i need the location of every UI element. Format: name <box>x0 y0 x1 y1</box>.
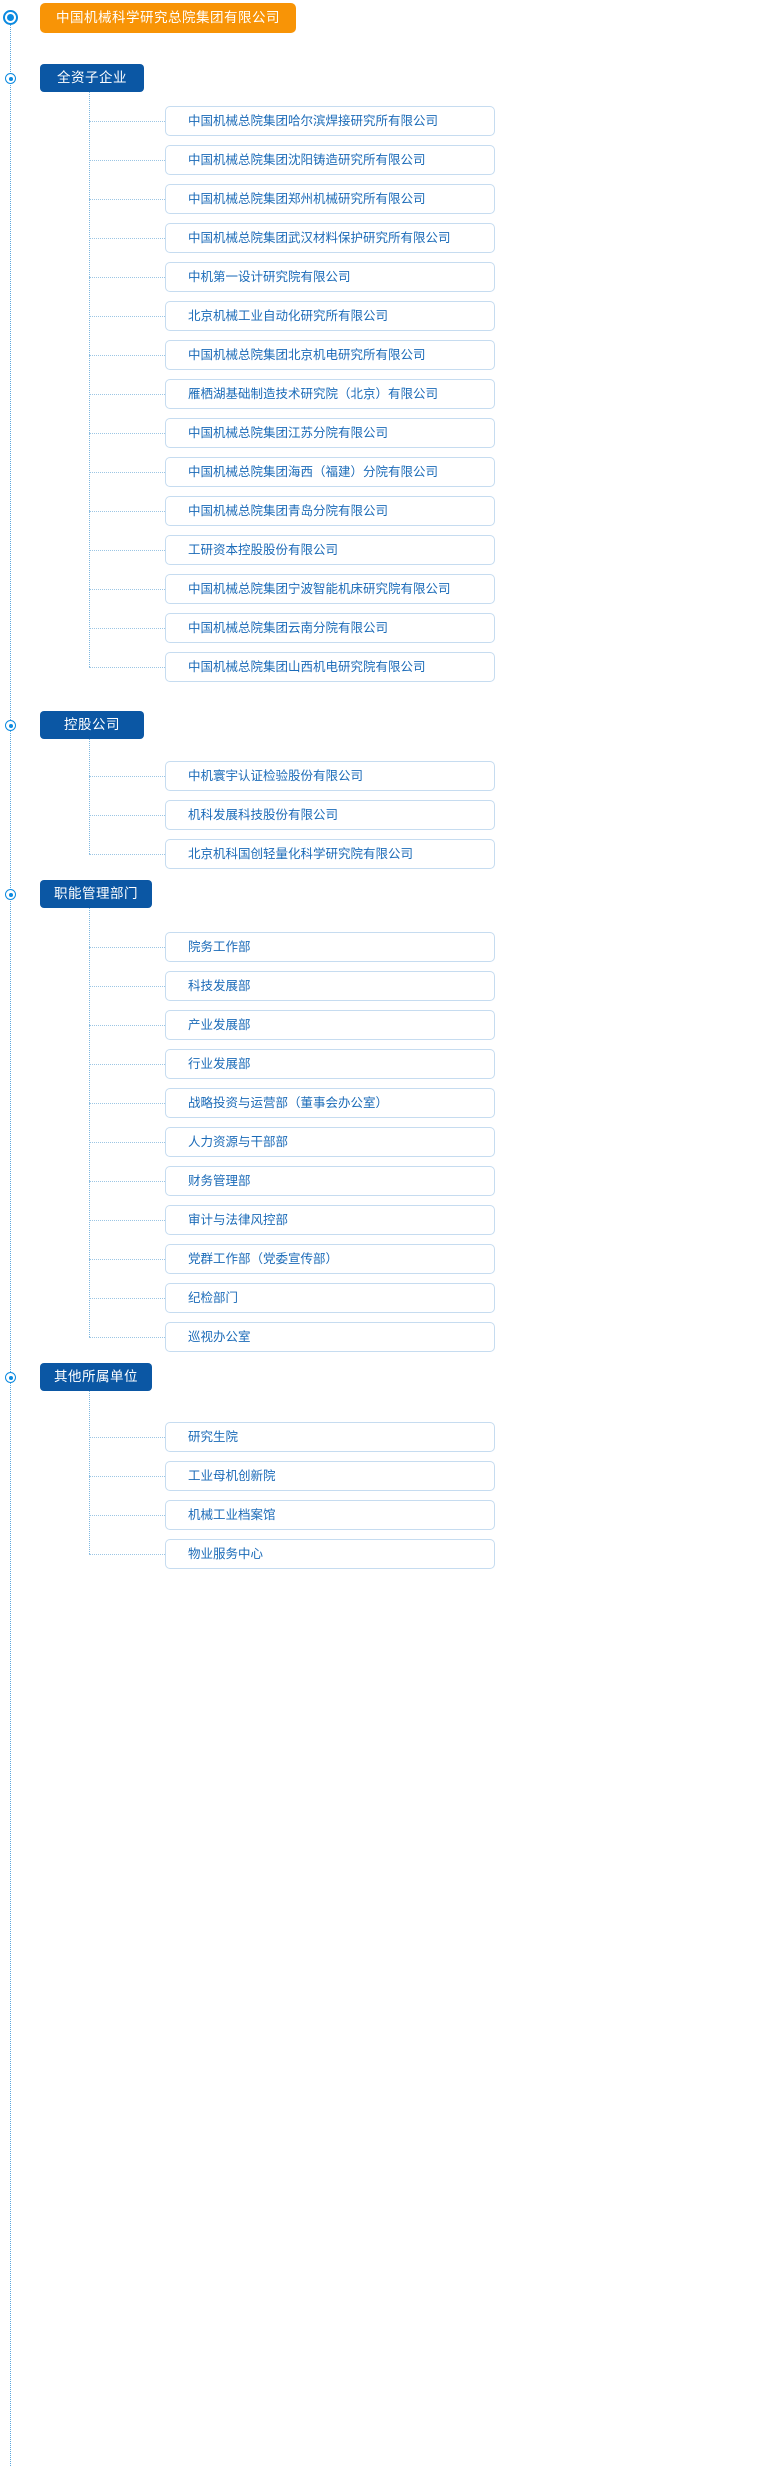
connector-line <box>89 1064 165 1065</box>
group-header-2[interactable]: 控股公司 <box>40 711 144 739</box>
group-marker-icon <box>5 73 16 84</box>
main-trunk-line <box>10 22 11 2466</box>
connector-line <box>89 550 165 551</box>
org-item[interactable]: 中国机械总院集团哈尔滨焊接研究所有限公司 <box>165 106 495 136</box>
org-item[interactable]: 中国机械总院集团青岛分院有限公司 <box>165 496 495 526</box>
connector-line <box>89 628 165 629</box>
connector-line <box>89 667 165 668</box>
group-spine-line <box>89 92 90 667</box>
org-item[interactable]: 中国机械总院集团宁波智能机床研究院有限公司 <box>165 574 495 604</box>
connector-line <box>89 472 165 473</box>
connector-line <box>89 511 165 512</box>
connector-line <box>89 1103 165 1104</box>
connector-line <box>89 1025 165 1026</box>
connector-line <box>89 1259 165 1260</box>
org-item[interactable]: 中机第一设计研究院有限公司 <box>165 262 495 292</box>
connector-line <box>89 277 165 278</box>
org-item[interactable]: 科技发展部 <box>165 971 495 1001</box>
org-item[interactable]: 工业母机创新院 <box>165 1461 495 1491</box>
org-item[interactable]: 研究生院 <box>165 1422 495 1452</box>
connector-line <box>89 316 165 317</box>
org-item[interactable]: 战略投资与运营部（董事会办公室） <box>165 1088 495 1118</box>
connector-line <box>89 433 165 434</box>
connector-line <box>89 776 165 777</box>
group-spine-line <box>89 739 90 854</box>
connector-line <box>89 815 165 816</box>
org-item[interactable]: 纪检部门 <box>165 1283 495 1313</box>
org-item[interactable]: 审计与法律风控部 <box>165 1205 495 1235</box>
connector-line <box>89 1181 165 1182</box>
org-item[interactable]: 院务工作部 <box>165 932 495 962</box>
group-marker-icon <box>5 889 16 900</box>
connector-line <box>89 355 165 356</box>
connector-line <box>89 1220 165 1221</box>
connector-line <box>89 1476 165 1477</box>
connector-line <box>89 589 165 590</box>
connector-line <box>89 1437 165 1438</box>
org-item[interactable]: 产业发展部 <box>165 1010 495 1040</box>
group-header-4[interactable]: 其他所属单位 <box>40 1363 152 1391</box>
group-spine-line <box>89 908 90 1337</box>
connector-line <box>89 199 165 200</box>
org-item[interactable]: 中国机械总院集团郑州机械研究所有限公司 <box>165 184 495 214</box>
connector-line <box>89 238 165 239</box>
org-item[interactable]: 中国机械总院集团武汉材料保护研究所有限公司 <box>165 223 495 253</box>
org-item[interactable]: 巡视办公室 <box>165 1322 495 1352</box>
root-node-row: 中国机械科学研究总院集团有限公司 <box>0 0 779 52</box>
org-item[interactable]: 机械工业档案馆 <box>165 1500 495 1530</box>
org-item[interactable]: 行业发展部 <box>165 1049 495 1079</box>
org-item[interactable]: 中国机械总院集团云南分院有限公司 <box>165 613 495 643</box>
org-item[interactable]: 物业服务中心 <box>165 1539 495 1569</box>
group-header-3[interactable]: 职能管理部门 <box>40 880 152 908</box>
connector-line <box>89 121 165 122</box>
org-item[interactable]: 财务管理部 <box>165 1166 495 1196</box>
org-item[interactable]: 中国机械总院集团江苏分院有限公司 <box>165 418 495 448</box>
group-marker-icon <box>5 720 16 731</box>
group-header-1[interactable]: 全资子企业 <box>40 64 144 92</box>
connector-line <box>89 1337 165 1338</box>
connector-line <box>89 160 165 161</box>
connector-line <box>89 394 165 395</box>
org-item[interactable]: 北京机科国创轻量化科学研究院有限公司 <box>165 839 495 869</box>
connector-line <box>89 1298 165 1299</box>
org-item[interactable]: 中国机械总院集团沈阳铸造研究所有限公司 <box>165 145 495 175</box>
connector-line <box>89 986 165 987</box>
org-item[interactable]: 雁栖湖基础制造技术研究院（北京）有限公司 <box>165 379 495 409</box>
group-spine-line <box>89 1391 90 1554</box>
org-item[interactable]: 中国机械总院集团山西机电研究院有限公司 <box>165 652 495 682</box>
connector-line <box>89 854 165 855</box>
connector-line <box>89 1554 165 1555</box>
connector-line <box>89 1142 165 1143</box>
root-node-marker-icon <box>3 10 18 25</box>
connector-line <box>89 1515 165 1516</box>
org-item[interactable]: 机科发展科技股份有限公司 <box>165 800 495 830</box>
org-item[interactable]: 中国机械总院集团海西（福建）分院有限公司 <box>165 457 495 487</box>
org-item[interactable]: 北京机械工业自动化研究所有限公司 <box>165 301 495 331</box>
org-item[interactable]: 工研资本控股股份有限公司 <box>165 535 495 565</box>
org-item[interactable]: 中机寰宇认证检验股份有限公司 <box>165 761 495 791</box>
root-node-box[interactable]: 中国机械科学研究总院集团有限公司 <box>40 3 296 33</box>
group-marker-icon <box>5 1372 16 1383</box>
org-item[interactable]: 党群工作部（党委宣传部） <box>165 1244 495 1274</box>
org-item[interactable]: 中国机械总院集团北京机电研究所有限公司 <box>165 340 495 370</box>
org-item[interactable]: 人力资源与干部部 <box>165 1127 495 1157</box>
connector-line <box>89 947 165 948</box>
